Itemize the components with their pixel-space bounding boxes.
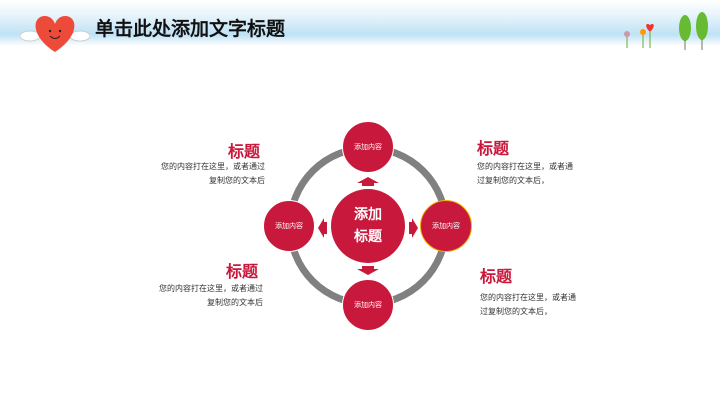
block-text-bottom-left: 您的内容打在这里，或者通过复制您的文本后 xyxy=(159,284,263,307)
block-title-bottom-left: 标题 xyxy=(226,262,259,281)
block-text-top-right: 您的内容打在这里，或者通过复制您的文本后， xyxy=(477,162,573,185)
heart-mascot-icon xyxy=(20,16,90,52)
arrow-left-icon xyxy=(318,218,327,238)
block-title-top-left: 标题 xyxy=(228,142,261,161)
block-text-top-left: 您的内容打在这里，或者通过复制您的文本后 xyxy=(161,162,265,185)
node-right[interactable]: 添加内容 xyxy=(420,200,472,252)
header-banner xyxy=(0,0,720,46)
center-line-1: 添加 xyxy=(354,207,382,223)
block-title-top-right: 标题 xyxy=(477,139,510,158)
block-text-bottom-right: 您的内容打在这里，或者通过复制您的文本后， xyxy=(480,293,576,316)
center-node[interactable]: 添加标题 xyxy=(331,189,405,263)
arrow-down-icon xyxy=(357,266,379,275)
center-line-2: 标题 xyxy=(354,229,382,245)
arrow-up-icon xyxy=(357,177,379,186)
flowers-trees-decoration-icon xyxy=(624,12,708,50)
node-left[interactable]: 添加内容 xyxy=(263,200,315,252)
arrow-right-icon xyxy=(409,218,418,238)
block-title-bottom-right: 标题 xyxy=(480,267,513,286)
node-bottom[interactable]: 添加内容 xyxy=(342,279,394,331)
page-title: 单击此处添加文字标题 xyxy=(95,18,286,40)
node-top[interactable]: 添加内容 xyxy=(342,121,394,173)
